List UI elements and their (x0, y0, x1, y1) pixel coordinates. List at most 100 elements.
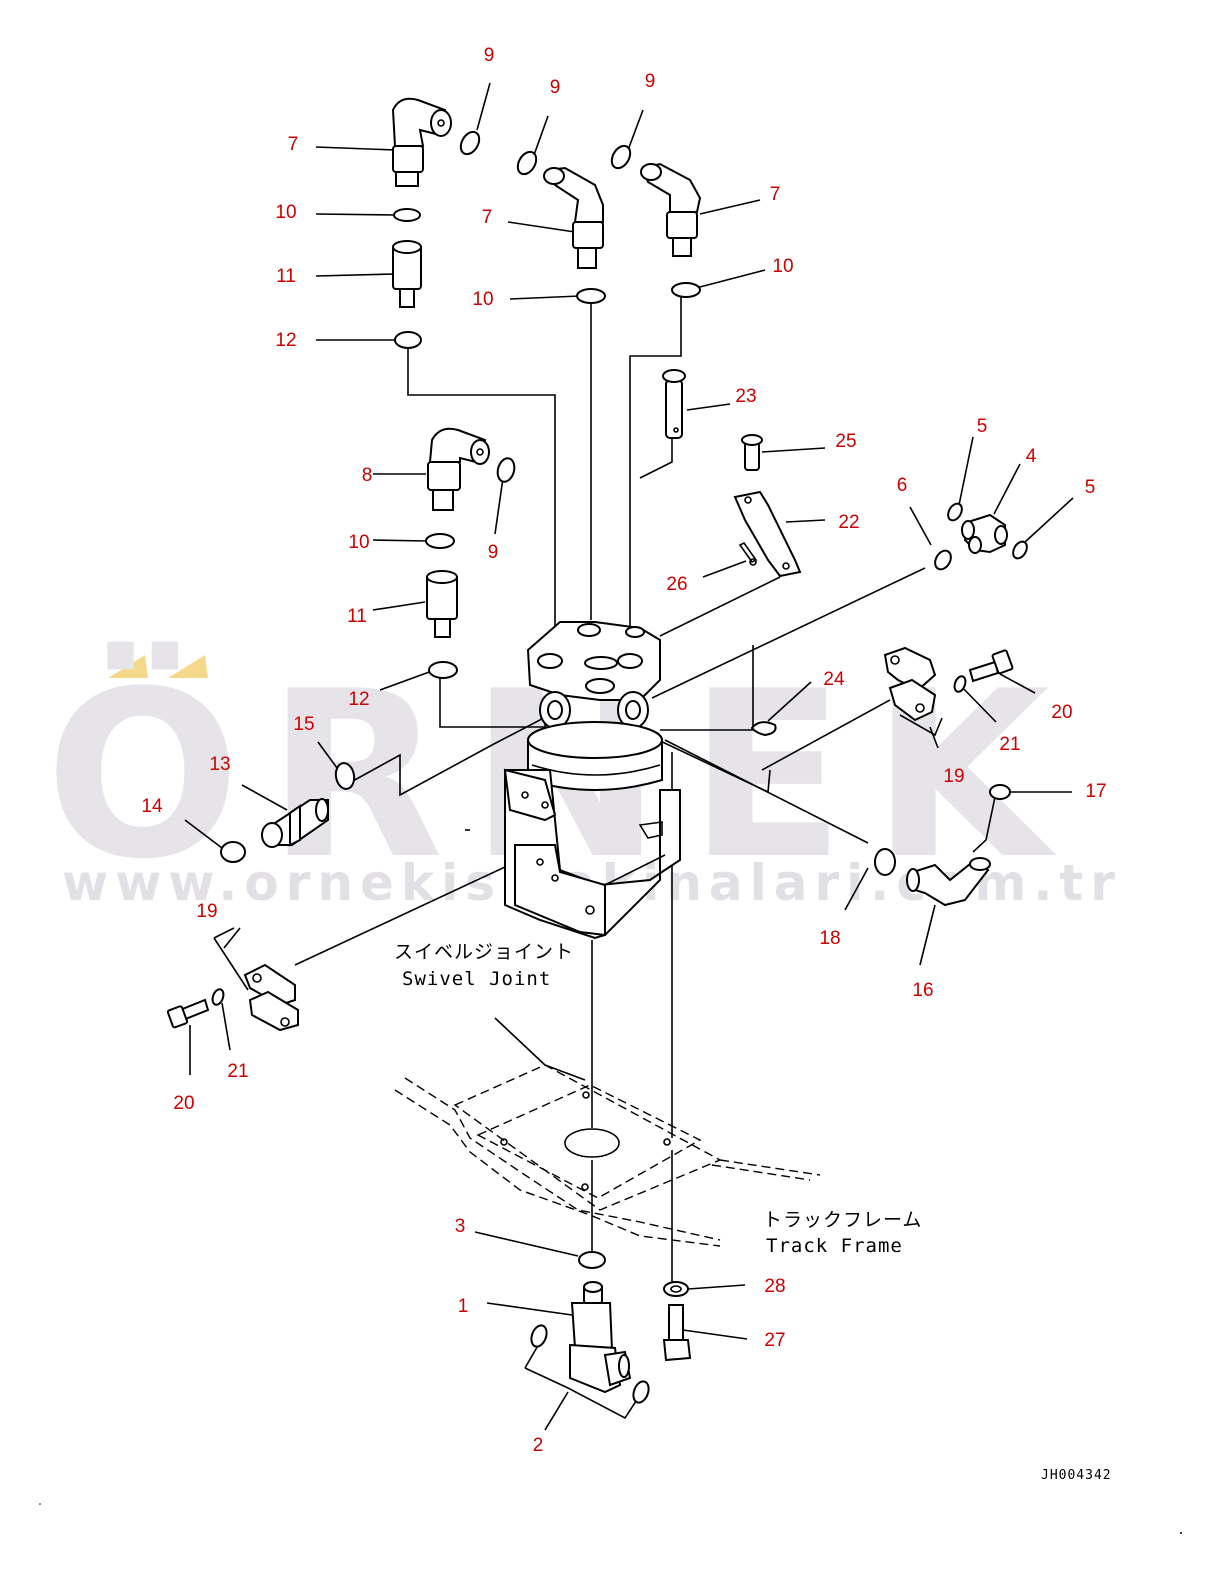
part-oring-15 (334, 762, 356, 790)
part-oring-9b (516, 150, 538, 176)
corner-dot-left (39, 1503, 41, 1505)
callout-12: 12 (275, 330, 296, 351)
part-valve-1 (569, 1281, 632, 1394)
part-oring-6 (934, 549, 952, 571)
callout-26: 26 (666, 574, 687, 595)
part-plug-13 (261, 798, 329, 848)
callout-23: 23 (735, 386, 756, 407)
callout-numbers: 9 9 9 7 7 7 10 11 12 10 10 23 25 5 4 6 5… (141, 45, 1106, 1456)
callout-7: 7 (288, 134, 299, 155)
leader-lines (184, 82, 1074, 1431)
part-oring-2a (530, 1324, 548, 1348)
part-tee-4 (961, 513, 1008, 554)
callout-11: 11 (347, 606, 367, 627)
callout-2: 2 (533, 1435, 544, 1456)
part-oring-12b (428, 661, 458, 679)
label-swivel-joint-ja: スイベルジョイント (394, 941, 574, 963)
part-elbow-16 (906, 857, 991, 907)
callout-9: 9 (645, 71, 656, 92)
part-oring-5b (1012, 540, 1028, 560)
callout-19: 19 (196, 901, 217, 922)
part-elbow-7b (543, 166, 604, 269)
callout-12: 12 (348, 689, 369, 710)
part-oring-9a (459, 130, 481, 156)
callout-25: 25 (835, 431, 856, 452)
callout-15: 15 (293, 714, 314, 735)
callout-27: 27 (764, 1330, 785, 1351)
part-washer-28 (663, 1281, 689, 1297)
part-elbow-7c (640, 162, 702, 257)
callout-13: 13 (209, 754, 230, 775)
part-pin-23 (662, 369, 686, 439)
callout-5: 5 (977, 416, 988, 437)
callout-11: 11 (276, 266, 296, 287)
drawing-code: JH004342 (1041, 1468, 1112, 1483)
part-bolt-27 (662, 1304, 692, 1362)
watermark-accent-left (108, 655, 148, 678)
part-snapring-24 (750, 721, 777, 737)
part-oring-10a (393, 208, 421, 222)
callout-6: 6 (897, 475, 908, 496)
callout-14: 14 (141, 796, 163, 817)
track-frame (394, 1017, 821, 1247)
label-track-frame-ja: トラックフレーム (763, 1209, 922, 1231)
part-oring-9d (496, 457, 516, 483)
part-washer-21b (211, 988, 225, 1006)
part-adapter-11b (426, 570, 458, 638)
callout-16: 16 (912, 980, 933, 1001)
part-oring-10d (425, 533, 455, 549)
callout-18: 18 (819, 928, 840, 949)
part-cotter-26 (738, 541, 758, 566)
callout-17: 17 (1085, 781, 1106, 802)
part-flange-19b (243, 963, 299, 1032)
part-swivel-joint (503, 621, 681, 940)
callout-20: 20 (173, 1093, 194, 1114)
callout-5: 5 (1085, 477, 1096, 498)
part-adapter-11a (392, 240, 422, 308)
callout-22: 22 (838, 512, 859, 533)
flange-19a-bracket (899, 714, 943, 737)
callout-9: 9 (484, 45, 495, 66)
part-oring-2b (632, 1380, 650, 1404)
part-oring-10b (576, 288, 606, 304)
part-oring-18 (874, 848, 896, 876)
part-elbow-8 (427, 427, 490, 511)
label-track-frame-en: Track Frame (766, 1235, 903, 1257)
corner-dot-right (1180, 1532, 1182, 1534)
callout-1: 1 (458, 1296, 469, 1317)
part-oring-14 (220, 841, 246, 863)
callout-28: 28 (764, 1276, 785, 1297)
callout-8: 8 (362, 465, 373, 486)
callout-3: 3 (455, 1216, 466, 1237)
callout-10: 10 (275, 202, 296, 223)
part-bolt-20a (968, 649, 1014, 683)
callout-7: 7 (482, 207, 493, 228)
callout-9: 9 (488, 542, 499, 563)
callout-20: 20 (1051, 702, 1072, 723)
callout-21: 21 (227, 1061, 248, 1082)
callout-7: 7 (770, 184, 781, 205)
part-bolt-20b (166, 998, 210, 1029)
watermark-accent-right (168, 655, 208, 678)
part-elbow-7a (391, 97, 452, 187)
part-plate-22 (733, 490, 802, 578)
callout-21: 21 (999, 734, 1020, 755)
part-oring-5a (947, 502, 963, 522)
frame-center-hole (564, 1128, 620, 1158)
part-oring-17 (989, 784, 1011, 800)
callout-10: 10 (348, 532, 369, 553)
callout-19: 19 (943, 766, 964, 787)
part-oring-10c (671, 282, 701, 298)
part-oring-3 (578, 1251, 606, 1269)
part-pin-25 (741, 434, 763, 471)
part-oring-12a (394, 331, 422, 349)
callout-24: 24 (823, 669, 845, 690)
callout-10: 10 (772, 256, 793, 277)
callout-4: 4 (1026, 446, 1037, 467)
callout-10: 10 (472, 289, 493, 310)
part-washer-21a (953, 675, 967, 693)
part-oring-9c (610, 144, 632, 170)
label-swivel-joint-en: Swivel Joint (402, 968, 551, 990)
